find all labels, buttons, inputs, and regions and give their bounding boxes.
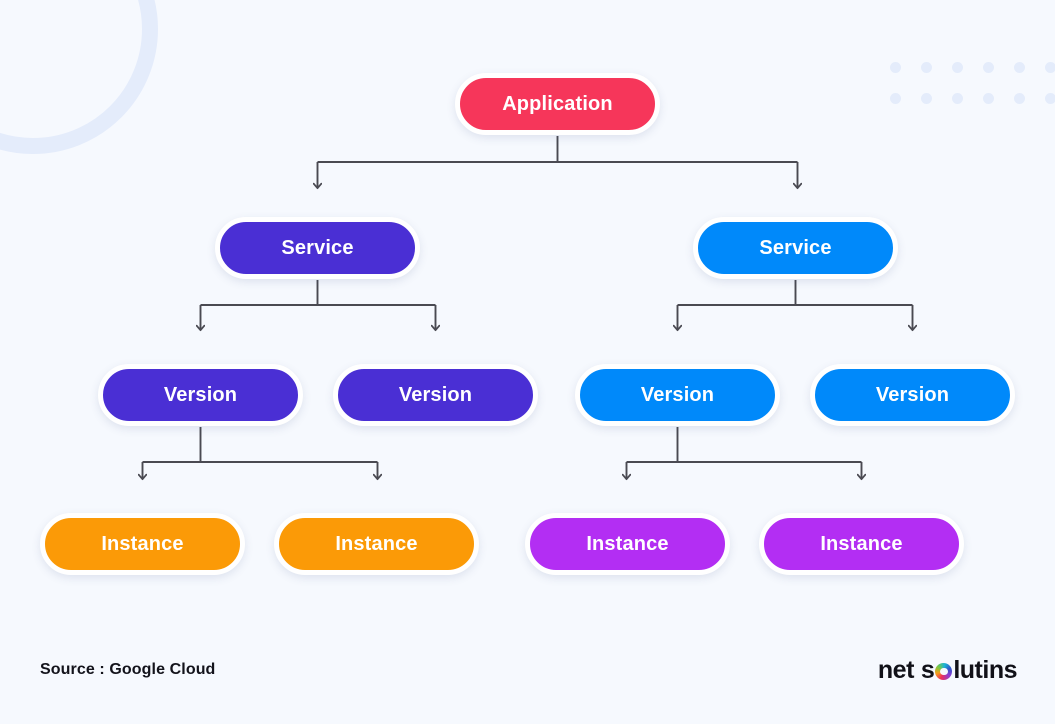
node-label: Instance <box>335 532 418 555</box>
decorative-dot <box>952 62 963 73</box>
decorative-dot <box>952 93 963 104</box>
brand-logo: net s luti ns <box>877 656 1018 684</box>
node-label: Version <box>640 383 715 406</box>
node-inst-3[interactable]: Instance <box>525 513 730 575</box>
logo-word-luti: luti <box>953 656 989 684</box>
node-label: Instance <box>101 532 184 555</box>
node-ver-3[interactable]: Version <box>575 364 780 426</box>
node-inst-2[interactable]: Instance <box>274 513 479 575</box>
node-label: Service <box>281 236 354 259</box>
decorative-dot <box>1045 93 1055 104</box>
logo-word-ns: ns <box>988 656 1018 684</box>
source-label: Source : Google Cloud <box>40 661 216 678</box>
decorative-dot <box>890 93 901 104</box>
logo-ring-icon <box>935 663 953 680</box>
node-label: Instance <box>820 532 903 555</box>
node-app[interactable]: Application <box>455 73 660 135</box>
node-label: Application <box>502 92 613 115</box>
decorative-dot <box>1045 62 1055 73</box>
node-label: Version <box>163 383 238 406</box>
decorative-dot <box>890 62 901 73</box>
decorative-ring-shape <box>0 0 158 154</box>
node-ver-1[interactable]: Version <box>98 364 303 426</box>
decorative-dot <box>921 62 932 73</box>
decorative-dot <box>983 93 994 104</box>
decorative-dot <box>983 62 994 73</box>
node-svc-left[interactable]: Service <box>215 217 420 279</box>
decorative-dot-grid <box>890 62 1055 117</box>
logo-word-s: s <box>920 656 935 684</box>
node-inst-1[interactable]: Instance <box>40 513 245 575</box>
decorative-dot <box>1014 93 1025 104</box>
node-label: Instance <box>586 532 669 555</box>
node-inst-4[interactable]: Instance <box>759 513 964 575</box>
decorative-dot <box>1014 62 1025 73</box>
node-ver-4[interactable]: Version <box>810 364 1015 426</box>
node-label: Version <box>398 383 473 406</box>
node-svc-right[interactable]: Service <box>693 217 898 279</box>
node-label: Version <box>875 383 950 406</box>
logo-word-net: net <box>877 656 915 684</box>
node-label: Service <box>759 236 832 259</box>
decorative-dot <box>921 93 932 104</box>
node-ver-2[interactable]: Version <box>333 364 538 426</box>
